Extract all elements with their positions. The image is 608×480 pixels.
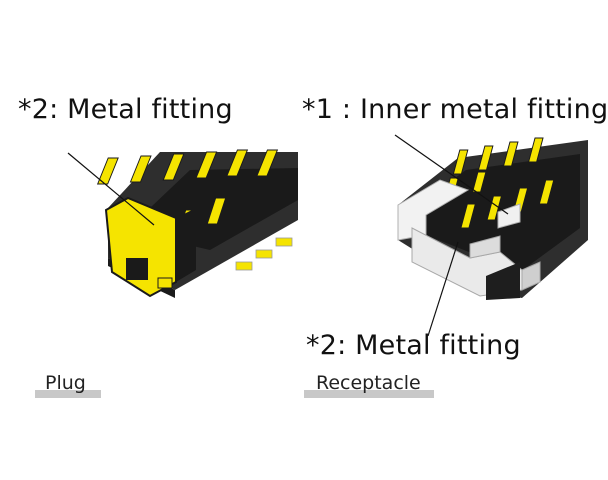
- inner-metal-fitting-label: *1 : Inner metal fitting: [302, 94, 608, 125]
- plug-connector: [96, 149, 298, 298]
- receptacle-metal-fitting-label: *2: Metal fitting: [306, 330, 521, 361]
- plug-metal-fitting-label: *2: Metal fitting: [18, 94, 233, 125]
- plug-leader-line: [67, 152, 155, 226]
- receptacle-caption: Receptacle: [316, 372, 421, 394]
- receptacle-contacts: [444, 137, 555, 229]
- receptacle-connector: [397, 137, 588, 300]
- plug-contacts: [96, 149, 279, 185]
- receptacle-fitting-leader-line: [427, 241, 459, 337]
- plug-caption: Plug: [45, 372, 86, 394]
- inner-fitting-leader-line: [394, 134, 509, 215]
- plug-caption-bar: [35, 390, 101, 398]
- receptacle-caption-bar: [304, 390, 434, 398]
- plug-metal-fitting: [104, 196, 196, 298]
